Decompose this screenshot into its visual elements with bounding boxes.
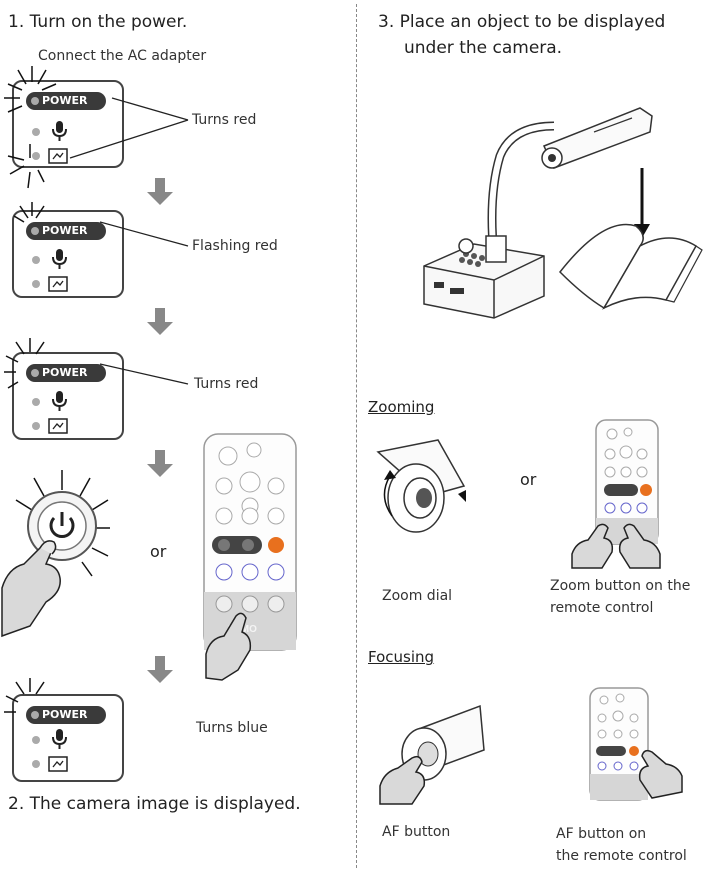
zoom-dial-illustration — [376, 439, 466, 533]
callout-line-2 — [100, 221, 189, 247]
focusing-heading: Focusing — [368, 648, 435, 666]
step1-title: 1. Turn on the power. — [8, 12, 188, 32]
power-button: POWER — [26, 222, 106, 240]
screen-led — [32, 280, 40, 288]
down-arrow-icon — [147, 656, 173, 683]
power-button: POWER — [26, 364, 106, 382]
power-button: POWER — [26, 92, 106, 110]
power-button: POWER — [26, 706, 106, 724]
step1-subtitle: Connect the AC adapter — [38, 48, 207, 64]
down-arrow-icon — [147, 308, 173, 335]
state-turns-blue: Turns blue — [196, 720, 268, 736]
microphone-icon — [52, 121, 67, 141]
callout-lines-1 — [69, 97, 189, 159]
af-remote-label-line1: AF button on — [556, 826, 647, 842]
zoom-remote-illustration — [571, 419, 661, 569]
power-panel-2: POWER — [12, 210, 124, 298]
af-button-illustration — [379, 704, 485, 805]
mic-led — [32, 128, 40, 136]
zoom-button-label-line2: remote control — [550, 600, 654, 616]
flash-rays-4 — [4, 678, 45, 713]
microphone-icon — [52, 249, 67, 269]
down-arrow-icon — [147, 178, 173, 205]
step2-title: 2. The camera image is displayed. — [8, 794, 301, 814]
microphone-icon — [52, 391, 67, 411]
state-turns-red-2: Turns red — [194, 376, 259, 392]
zoom-button-label-line1: Zoom button on the — [550, 578, 691, 594]
power-panel-3: POWER — [12, 352, 124, 440]
mic-led — [32, 736, 40, 744]
down-arrow-icon — [147, 450, 173, 477]
mic-led — [32, 398, 40, 406]
power-button-press-illustration — [1, 470, 110, 638]
step3-title-line2: under the camera. — [404, 38, 563, 58]
screen-icon — [48, 276, 68, 292]
flash-rays-3 — [4, 338, 45, 389]
screen-icon — [48, 418, 68, 434]
state-turns-red-1: Turns red — [192, 112, 257, 128]
remote-control-illustration: ELMO — [203, 433, 297, 681]
microphone-icon — [52, 729, 67, 749]
flash-rays-1 — [4, 66, 57, 189]
zoom-or-label: or — [520, 470, 537, 489]
zoom-dial-label: Zoom dial — [382, 588, 453, 604]
af-button-label: AF button — [382, 824, 451, 840]
mic-led — [32, 256, 40, 264]
state-flashing-red: Flashing red — [192, 238, 278, 254]
callout-line-3 — [100, 363, 189, 385]
af-remote-label-line2: the remote control — [556, 848, 687, 864]
power-panel-4: POWER — [12, 694, 124, 782]
screen-led — [32, 760, 40, 768]
screen-icon — [48, 148, 68, 164]
or-label: or — [150, 542, 167, 561]
af-remote-illustration — [589, 687, 683, 801]
flash-rays-2 — [13, 202, 45, 223]
screen-led — [32, 152, 40, 160]
screen-led — [32, 422, 40, 430]
screen-icon — [48, 756, 68, 772]
step3-title-line1: 3. Place an object to be displayed — [378, 12, 666, 32]
zooming-heading: Zooming — [368, 398, 435, 416]
document-camera-illustration — [423, 107, 703, 319]
column-divider — [356, 4, 357, 868]
